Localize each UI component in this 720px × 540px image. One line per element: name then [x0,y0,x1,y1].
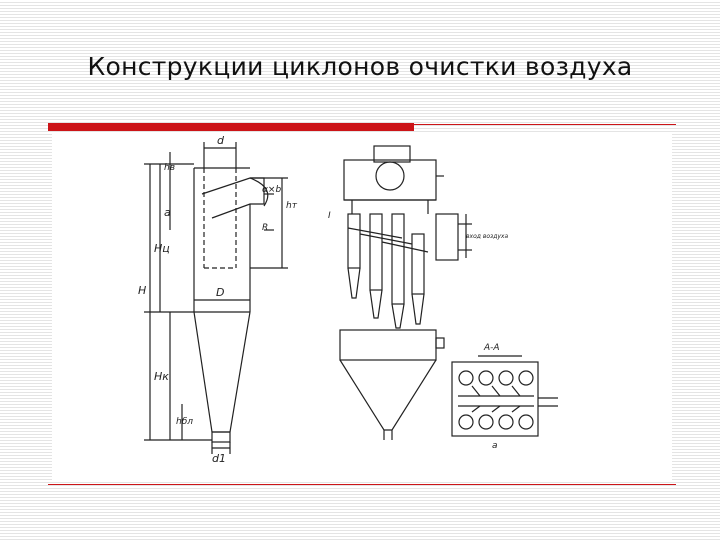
label-hbun: hбл [176,417,193,427]
figure-labels: d hв a Hц H D Hк hбл d1 α×b R hт I А-А а… [138,134,508,465]
figure-bottom-line [48,484,676,485]
title-divider-line [414,124,676,125]
label-i: I [328,211,331,221]
label-section: А-А [483,343,500,353]
label-a: a [164,206,171,219]
cyclone-figure: d hв a Hц H D Hк hбл d1 α×b R hт I А-А а… [52,134,672,482]
label-Hc: Hц [154,242,170,255]
label-d1: d1 [212,452,226,465]
battery-cyclone-drawing [339,145,558,440]
label-D: D [216,286,224,299]
label-side-text: вход воздуха [466,233,508,240]
label-Hk: Hк [154,370,169,383]
label-d: d [217,134,225,147]
label-alpha: α×b [262,185,281,195]
single-cyclone-drawing [144,142,288,454]
slide-title: Конструкции циклонов очистки воздуха [87,52,633,81]
label-H: H [138,284,146,297]
title-divider-bar [48,123,414,131]
cyclone-drawings: d hв a Hц H D Hк hбл d1 α×b R hт I А-А а… [138,134,558,465]
label-letter-a: а [492,441,498,451]
label-ht: hт [286,201,298,211]
label-hv: hв [164,163,175,173]
label-R: R [262,223,268,233]
